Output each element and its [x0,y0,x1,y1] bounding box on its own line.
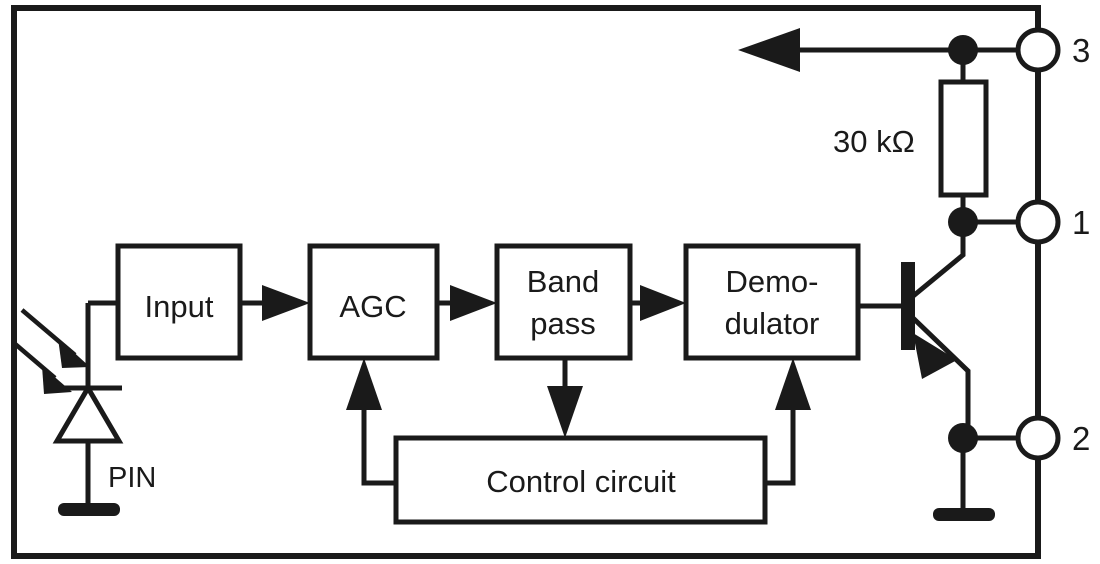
arrow-agc-to-bandpass-icon [450,285,497,321]
arrow-control-to-demodulator-icon [775,358,811,410]
resistor-value-label: 30 kΩ [833,124,915,159]
pin-1-label: 1 [1072,204,1090,241]
arrow-input-to-agc-icon [262,285,310,321]
wire-control-to-agc [361,400,396,486]
block-demodulator-label-line1: Demo- [725,264,818,299]
ground-symbol-left [58,503,120,516]
resistor-30k-body [938,79,989,198]
block-input[interactable] [115,243,243,361]
pin-3-terminal[interactable] [1015,27,1061,73]
block-bandpass[interactable] [494,243,633,361]
block-control-circuit[interactable] [393,435,768,525]
arrow-bandpass-to-demodulator-icon [640,285,686,321]
pin-3-label: 3 [1072,32,1090,69]
block-demodulator-label-line2: dulator [725,306,820,341]
block-bandpass-label-line2: pass [530,306,595,341]
wire-emitter [911,316,971,438]
block-agc[interactable] [307,243,440,361]
block-bandpass-label-line1: Band [527,264,599,299]
photodiode-label: PIN [108,462,156,494]
pin-1-terminal[interactable] [1015,199,1061,245]
arrow-bandpass-to-control-icon [547,386,583,438]
transistor-emitter-arrow-icon [913,333,957,379]
incident-light-icon [12,308,90,394]
transistor-base-bar [901,262,915,350]
block-demodulator[interactable] [683,243,861,361]
pin-2-label: 2 [1072,420,1090,457]
output-arrow-icon [738,28,800,72]
arrow-control-to-agc-icon [346,358,382,410]
wire-collector [910,222,966,299]
photodiode-triangle [52,383,124,444]
package-outline [11,5,1041,559]
block-agc-label: AGC [339,289,406,324]
block-control-circuit-label: Control circuit [486,464,676,499]
ground-symbol-right [933,508,995,521]
pin-2-terminal[interactable] [1015,415,1061,461]
block-input-label: Input [145,289,214,324]
wire-control-to-demodulator [765,400,796,486]
